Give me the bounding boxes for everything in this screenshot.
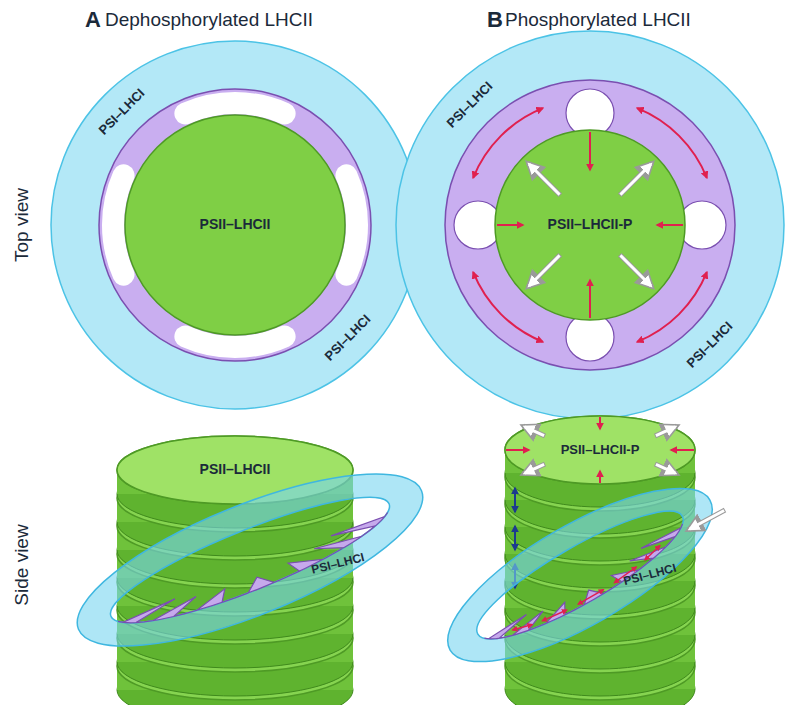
shape-outline	[60, 445, 440, 675]
view-label: Side view	[12, 524, 33, 605]
complex-label: PSII–LHCII	[200, 462, 271, 477]
complex-label: PSII–LHCII-P	[548, 217, 633, 232]
complex-shape: PSI–LHCIPSI–LHCIPSII–LHCII-P	[395, 30, 785, 420]
panel-title: Phosphorylated LHCII	[505, 10, 691, 31]
shape-outline	[420, 470, 740, 680]
complex-shape: PSII–LHCII-P	[495, 130, 685, 320]
complex-shape: PSI–LHCIPSI–LHCIPSII–LHCII	[50, 40, 420, 410]
complex-shape: PSII–LHCII	[125, 115, 345, 335]
view-label: Top view	[12, 188, 33, 262]
complex-shape: PSI–LHCI	[60, 445, 440, 675]
panel-title: Dephosphorylated LHCII	[105, 10, 313, 31]
panel-letter: A	[85, 8, 101, 32]
complex-label: PSII–LHCII-P	[561, 443, 640, 457]
complex-shape: PSI–LHCI	[420, 470, 740, 680]
panel-letter: B	[487, 8, 503, 32]
complex-label: PSII–LHCII	[200, 217, 271, 232]
